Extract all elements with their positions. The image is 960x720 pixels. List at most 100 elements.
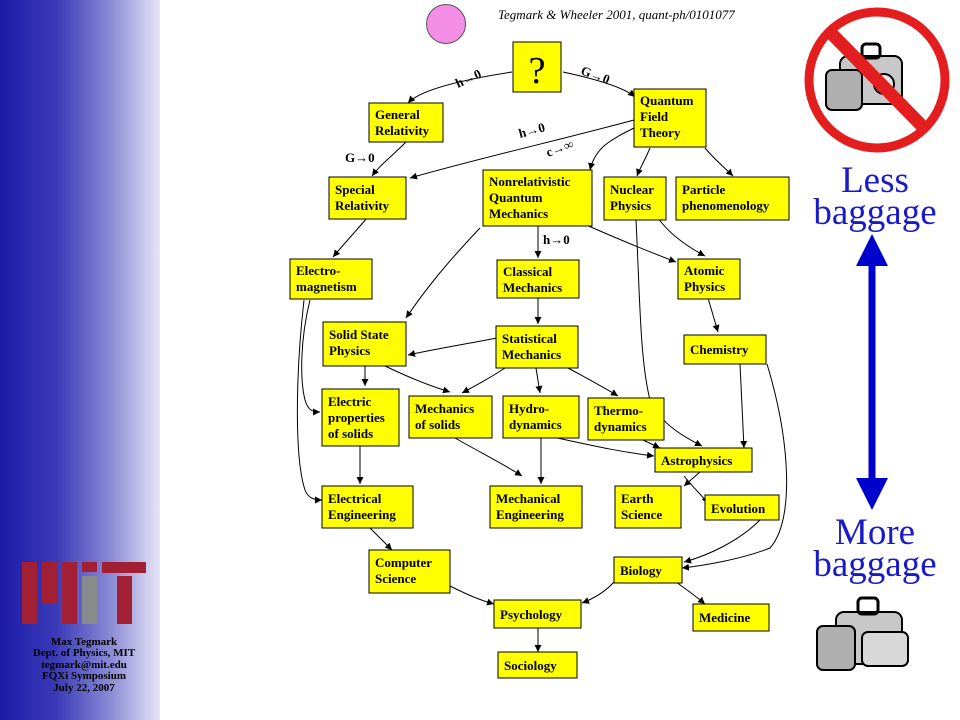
node-thermodynamics: Thermo-dynamics [587, 397, 665, 441]
svg-text:Astrophysics: Astrophysics [661, 453, 732, 468]
svg-text:Mechanics: Mechanics [503, 280, 562, 295]
svg-text:Field: Field [640, 109, 669, 124]
svg-text:Mechanics: Mechanics [415, 401, 474, 416]
less-line1: Less [841, 160, 909, 201]
svg-text:Engineering: Engineering [328, 507, 396, 522]
svg-text:dynamics: dynamics [509, 417, 562, 432]
edge-label-h0-gr: h→0 [453, 66, 484, 91]
edge-label-g0-qft: G→0 [579, 63, 612, 87]
unknown-theory-label: ? [529, 50, 546, 92]
svg-text:Hydro-: Hydro- [509, 401, 549, 416]
svg-text:Theory: Theory [640, 125, 681, 140]
svg-text:Special: Special [335, 182, 375, 197]
svg-text:Sociology: Sociology [504, 658, 557, 673]
svg-text:properties: properties [328, 410, 385, 425]
svg-text:Physics: Physics [329, 343, 370, 358]
svg-text:of solids: of solids [328, 426, 373, 441]
unknown-theory-box: ? [512, 41, 562, 93]
svg-text:Evolution: Evolution [711, 501, 766, 516]
svg-text:Statistical: Statistical [502, 331, 557, 346]
edge-label-h0-cm: h→0 [543, 232, 570, 247]
node-biology: Biology [613, 556, 683, 584]
svg-text:Biology: Biology [620, 563, 662, 578]
node-electromagnetism: Electro-magnetism [289, 258, 373, 300]
more-baggage-label: More baggage [795, 512, 955, 585]
svg-text:Mechanics: Mechanics [502, 347, 561, 362]
double-arrow-icon [856, 234, 888, 510]
node-sociology: Sociology [497, 651, 578, 679]
svg-text:General: General [375, 107, 420, 122]
node-chemistry: Chemistry [683, 334, 767, 365]
mit-logo [22, 562, 146, 624]
svg-text:Solid State: Solid State [329, 327, 389, 342]
svg-text:Quantum: Quantum [640, 93, 694, 108]
baggage-icon [816, 596, 909, 671]
edge-label-c-inf: c→∞ [544, 136, 575, 160]
svg-text:phenomenology: phenomenology [682, 198, 770, 213]
pink-dot [426, 4, 466, 44]
svg-text:Computer: Computer [375, 555, 432, 570]
node-evolution: Evolution [704, 494, 780, 521]
credit-date: July 22, 2007 [53, 681, 115, 694]
edge-label-g0-sr: G→0 [345, 150, 375, 165]
svg-text:Engineering: Engineering [496, 507, 564, 522]
svg-text:Psychology: Psychology [500, 607, 563, 622]
edge-label-h0-sr: h→0 [517, 119, 547, 140]
svg-text:dynamics: dynamics [594, 419, 647, 434]
svg-text:Thermo-: Thermo- [594, 403, 643, 418]
svg-text:Science: Science [375, 571, 416, 586]
svg-text:Relativity: Relativity [375, 123, 430, 138]
node-hydrodynamics: Hydro-dynamics [502, 395, 580, 439]
svg-text:Medicine: Medicine [699, 610, 750, 625]
more-line1: More [834, 512, 916, 553]
svg-text:Nuclear: Nuclear [610, 182, 654, 197]
svg-text:Electro-: Electro- [296, 263, 341, 278]
svg-text:Electrical: Electrical [328, 491, 382, 506]
author-credit: Max Tegmark Dept. of Physics, MIT tegmar… [0, 636, 168, 694]
no-baggage-icon [804, 7, 950, 153]
svg-text:Chemistry: Chemistry [690, 342, 749, 357]
less-line2: baggage [813, 192, 937, 233]
svg-text:magnetism: magnetism [296, 279, 357, 294]
more-line2: baggage [813, 544, 937, 585]
diagram-edges [296, 71, 788, 652]
credit-email: tegmark@mit.edu [41, 658, 127, 671]
svg-text:Atomic: Atomic [684, 263, 725, 278]
svg-text:Electric: Electric [328, 394, 372, 409]
svg-text:Quantum: Quantum [489, 190, 543, 205]
node-astrophysics: Astrophysics [654, 447, 753, 473]
node-medicine: Medicine [692, 603, 770, 632]
svg-text:Relativity: Relativity [335, 198, 390, 213]
credit-event: FQXi Symposium [41, 670, 127, 683]
svg-text:Physics: Physics [610, 198, 651, 213]
svg-text:of solids: of solids [415, 417, 460, 432]
svg-text:Science: Science [621, 507, 662, 522]
svg-text:Nonrelativistic: Nonrelativistic [489, 174, 571, 189]
node-psychology: Psychology [493, 599, 582, 629]
svg-text:Earth: Earth [621, 491, 654, 506]
svg-text:Physics: Physics [684, 279, 725, 294]
less-baggage-label: Less baggage [795, 160, 955, 233]
svg-text:Classical: Classical [503, 264, 553, 279]
credit-name: Max Tegmark [50, 636, 118, 648]
svg-text:Particle: Particle [682, 182, 726, 197]
svg-text:Mechanics: Mechanics [489, 206, 548, 221]
svg-text:Mechanical: Mechanical [496, 491, 561, 506]
